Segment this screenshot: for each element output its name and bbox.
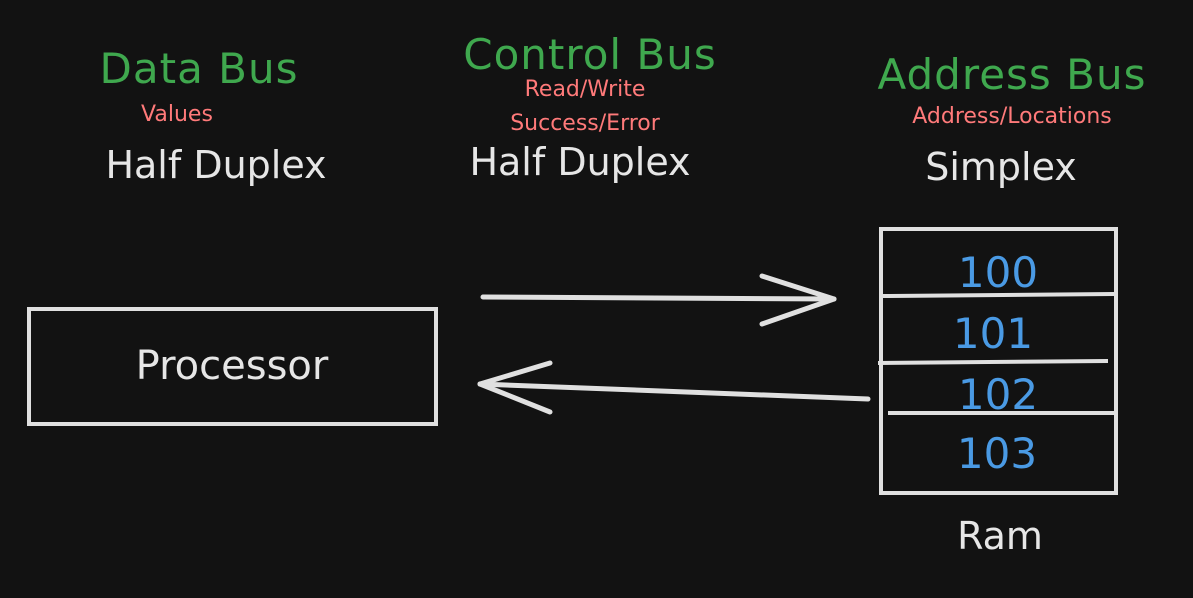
arrow-to-processor-head-upper bbox=[477, 360, 553, 387]
address-bus-title: Address Bus bbox=[877, 50, 1147, 99]
processor-label: Processor bbox=[135, 343, 329, 389]
arrow-to-processor-head-lower bbox=[477, 381, 553, 415]
ram-label: Ram bbox=[957, 514, 1043, 558]
control-bus-subtitle-line1: Read/Write bbox=[524, 77, 646, 102]
ram-cell-101: 101 bbox=[952, 309, 1034, 358]
processor-box bbox=[27, 307, 438, 426]
address-bus-subtitle: Address/Locations bbox=[912, 104, 1112, 129]
ram-divider-1 bbox=[882, 292, 1115, 298]
ram-cell-102: 102 bbox=[957, 370, 1039, 419]
control-bus-mode: Half Duplex bbox=[469, 140, 691, 184]
ram-cell-100: 100 bbox=[957, 248, 1039, 297]
data-bus-title: Data Bus bbox=[99, 44, 299, 93]
data-bus-mode: Half Duplex bbox=[105, 143, 327, 187]
arrow-to-ram bbox=[480, 294, 837, 302]
control-bus-title: Control Bus bbox=[463, 30, 717, 79]
data-bus-subtitle: Values bbox=[141, 102, 213, 127]
arrow-to-processor bbox=[477, 381, 871, 402]
arrow-to-ram-head-upper bbox=[759, 273, 837, 302]
arrow-to-ram-head-lower bbox=[759, 296, 837, 327]
address-bus-mode: Simplex bbox=[925, 145, 1077, 189]
ram-divider-2 bbox=[877, 359, 1109, 365]
ram-cell-103: 103 bbox=[956, 429, 1038, 478]
control-bus-subtitle-line2: Success/Error bbox=[510, 111, 660, 136]
